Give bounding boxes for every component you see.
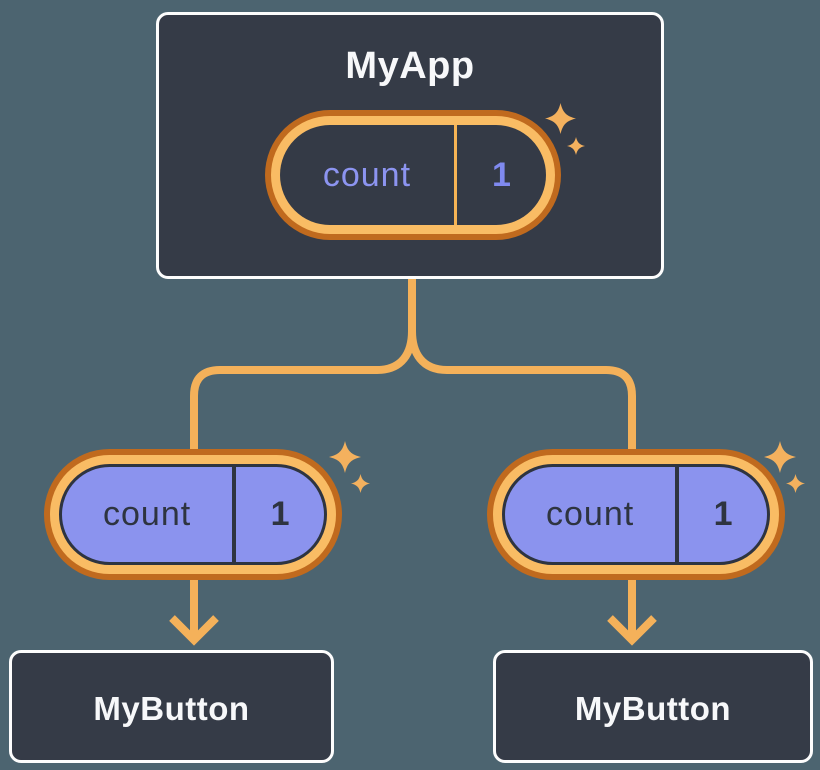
prop-value-label: 1 bbox=[270, 495, 290, 533]
prop-pill-right: count 1 bbox=[487, 449, 785, 580]
state-name-label: count bbox=[322, 155, 412, 194]
state-pill-inner-ring: count 1 bbox=[271, 116, 555, 234]
node-mybutton-right-title: MyButton bbox=[574, 689, 732, 727]
sparkle-icon bbox=[786, 474, 805, 493]
pill-divider bbox=[675, 467, 680, 562]
prop-pill-left-body: count 1 bbox=[59, 464, 327, 565]
prop-pill-left-inner-ring: count 1 bbox=[50, 455, 336, 574]
state-value-label: 1 bbox=[491, 155, 511, 194]
prop-pill-left: count 1 bbox=[44, 449, 342, 580]
down-arrow-icon-left bbox=[169, 580, 219, 646]
node-myapp-title: MyApp bbox=[345, 45, 475, 87]
sparkle-icon bbox=[329, 441, 361, 473]
branch-line-right bbox=[408, 279, 636, 456]
branch-line-left bbox=[190, 279, 416, 456]
prop-name-label: count bbox=[546, 495, 635, 533]
sparkle-icon bbox=[351, 474, 370, 493]
state-pill-body: count 1 bbox=[280, 125, 546, 225]
node-mybutton-left: MyButton bbox=[9, 650, 334, 763]
state-pill-myapp: count 1 bbox=[265, 110, 561, 240]
pill-divider bbox=[453, 125, 457, 225]
down-arrow-icon-right bbox=[607, 580, 657, 646]
prop-name-label: count bbox=[103, 495, 192, 533]
prop-pill-right-body: count 1 bbox=[502, 464, 770, 565]
prop-value-label: 1 bbox=[713, 495, 733, 533]
pill-divider bbox=[232, 467, 237, 562]
sparkle-icon bbox=[764, 441, 796, 473]
prop-pill-right-inner-ring: count 1 bbox=[493, 455, 779, 574]
node-mybutton-left-title: MyButton bbox=[93, 689, 250, 727]
node-mybutton-right: MyButton bbox=[493, 650, 813, 763]
